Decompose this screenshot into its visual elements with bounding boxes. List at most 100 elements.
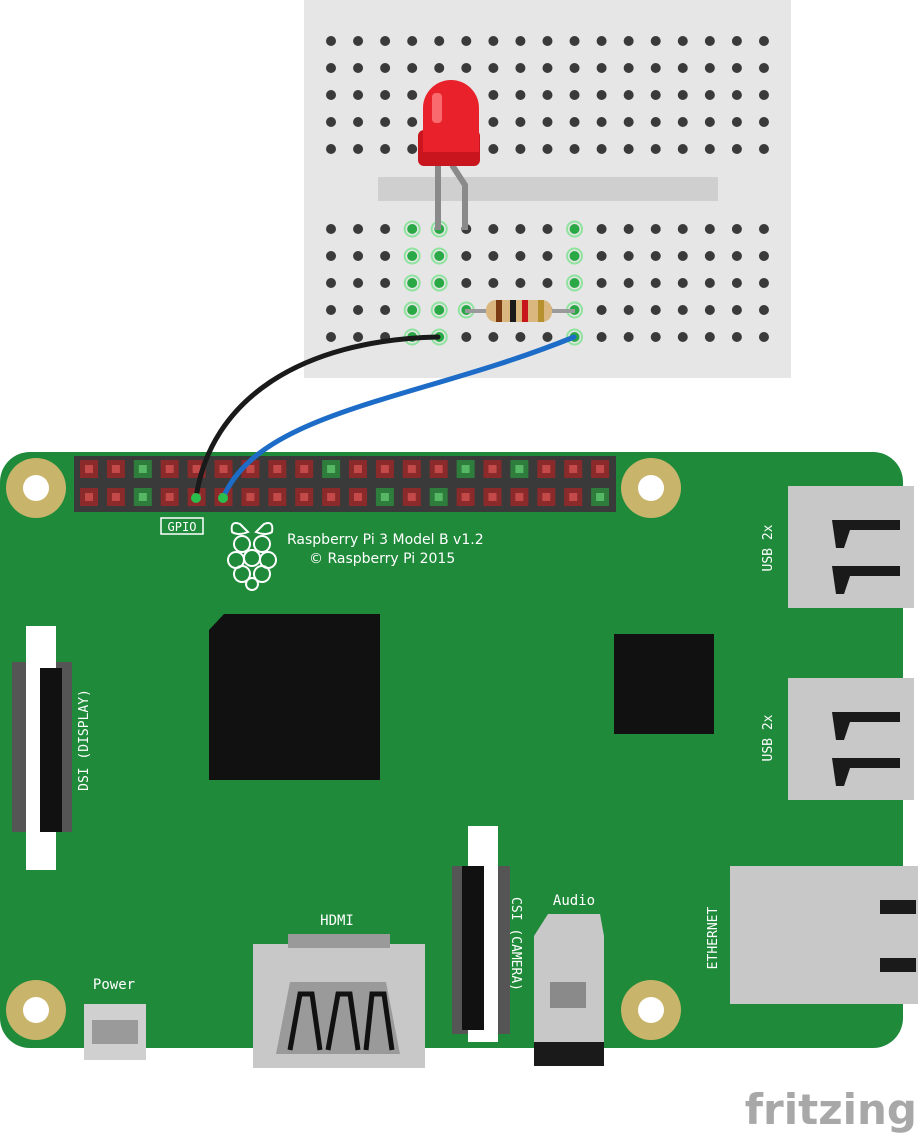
mounting-hole-center — [638, 475, 664, 501]
hdmi-port-contact — [287, 991, 323, 1051]
breadboard-hole — [434, 305, 445, 315]
breadboard-hole — [758, 36, 769, 46]
breadboard — [304, 0, 791, 378]
breadboard-hole — [380, 63, 391, 73]
breadboard-hole — [704, 224, 715, 234]
gpio-pin-contact — [515, 465, 524, 473]
breadboard-hole — [515, 278, 526, 288]
breadboard-hole-highlight — [566, 220, 584, 238]
gpio-pin-contact — [273, 465, 282, 473]
resistor-body — [486, 300, 552, 322]
pcb — [0, 452, 903, 1048]
breadboard-hole — [569, 36, 580, 46]
breadboard-hole — [542, 278, 553, 288]
breadboard-hole — [677, 332, 688, 342]
breadboard-hole — [596, 63, 607, 73]
gpio-pin-ground — [191, 493, 201, 503]
breadboard-hole — [326, 251, 336, 261]
led-dome — [423, 80, 479, 152]
breadboard-hole — [380, 144, 391, 154]
breadboard-hole — [623, 305, 634, 315]
breadboard-hole — [434, 36, 445, 46]
gpio-pin-contact — [85, 465, 93, 473]
breadboard-hole — [731, 63, 742, 73]
gpio-pin-contact — [380, 493, 389, 501]
breadboard-hole — [380, 305, 391, 315]
audio-jack-contact — [550, 982, 586, 1008]
breadboard-hole — [758, 224, 769, 234]
breadboard-hole — [488, 332, 499, 342]
gpio-pin-contact — [515, 493, 524, 501]
breadboard-hole — [758, 90, 769, 100]
power-label: Power — [93, 977, 135, 993]
breadboard-hole-highlight — [566, 274, 584, 292]
led-highlight — [432, 93, 442, 123]
breadboard-hole — [677, 36, 688, 46]
breadboard-hole — [596, 251, 607, 261]
breadboard-hole — [650, 305, 661, 315]
breadboard-hole — [380, 36, 391, 46]
breadboard-hole — [704, 278, 715, 288]
gpio-pin-contact — [246, 465, 255, 473]
breadboard-hole — [407, 278, 418, 288]
resistor-band-1 — [496, 300, 502, 322]
ethernet-led — [880, 900, 916, 914]
breadboard-hole — [650, 117, 661, 127]
breadboard-hole — [353, 90, 364, 100]
breadboard-hole — [407, 36, 418, 46]
breadboard-hole — [731, 90, 742, 100]
usb-slot — [832, 520, 900, 548]
gpio-pin-contact — [461, 465, 470, 473]
breadboard-hole — [353, 36, 364, 46]
breadboard-hole — [623, 278, 634, 288]
breadboard-hole — [353, 224, 364, 234]
raspberry-logo — [227, 522, 277, 591]
breadboard-hole — [434, 251, 445, 261]
gpio-pin-contact — [542, 465, 551, 473]
breadboard-hole — [353, 278, 364, 288]
breadboard-hole — [515, 332, 526, 342]
ethernet-label: ETHERNET — [706, 907, 721, 970]
breadboard-hole — [407, 251, 418, 261]
board-title: Raspberry Pi 3 Model B v1.2 — [287, 532, 484, 548]
breadboard-hole — [542, 90, 553, 100]
breadboard-hole — [461, 63, 472, 73]
breadboard-hole — [731, 224, 742, 234]
breadboard-hole — [650, 332, 661, 342]
breadboard-hole — [677, 90, 688, 100]
audio-label: Audio — [553, 893, 595, 909]
gpio-pin-contact — [542, 493, 551, 501]
breadboard-hole — [326, 90, 336, 100]
breadboard-hole — [650, 278, 661, 288]
breadboard-hole — [326, 117, 336, 127]
breadboard-hole — [407, 305, 418, 315]
breadboard-hole — [542, 117, 553, 127]
breadboard-hole — [488, 90, 499, 100]
breadboard-hole — [326, 144, 336, 154]
gpio-pin-contact — [138, 493, 147, 501]
breadboard-hole — [488, 251, 499, 261]
gpio-pin-contact — [219, 465, 228, 473]
breadboard-hole — [758, 117, 769, 127]
breadboard-hole — [380, 278, 391, 288]
breadboard-hole — [380, 224, 391, 234]
breadboard-hole — [353, 305, 364, 315]
breadboard-hole — [380, 117, 391, 127]
breadboard-hole — [650, 251, 661, 261]
breadboard-hole — [461, 36, 472, 46]
gpio-pin-contact — [488, 493, 497, 501]
usb-port-shell — [788, 678, 914, 800]
breadboard-hole — [623, 117, 634, 127]
breadboard-hole — [704, 251, 715, 261]
soc-chip — [209, 614, 380, 780]
usb-slot — [832, 566, 900, 594]
micro-usb-power-port — [84, 1004, 146, 1060]
breadboard-hole — [731, 117, 742, 127]
breadboard-hole — [623, 90, 634, 100]
hdmi-port-contact — [325, 991, 361, 1051]
led-leg-anode — [449, 163, 468, 230]
breadboard-hole — [326, 36, 336, 46]
gpio-pin-contact — [111, 493, 120, 501]
csi-connector-latch — [462, 866, 484, 1030]
audio-jack-barrel — [534, 1042, 604, 1066]
